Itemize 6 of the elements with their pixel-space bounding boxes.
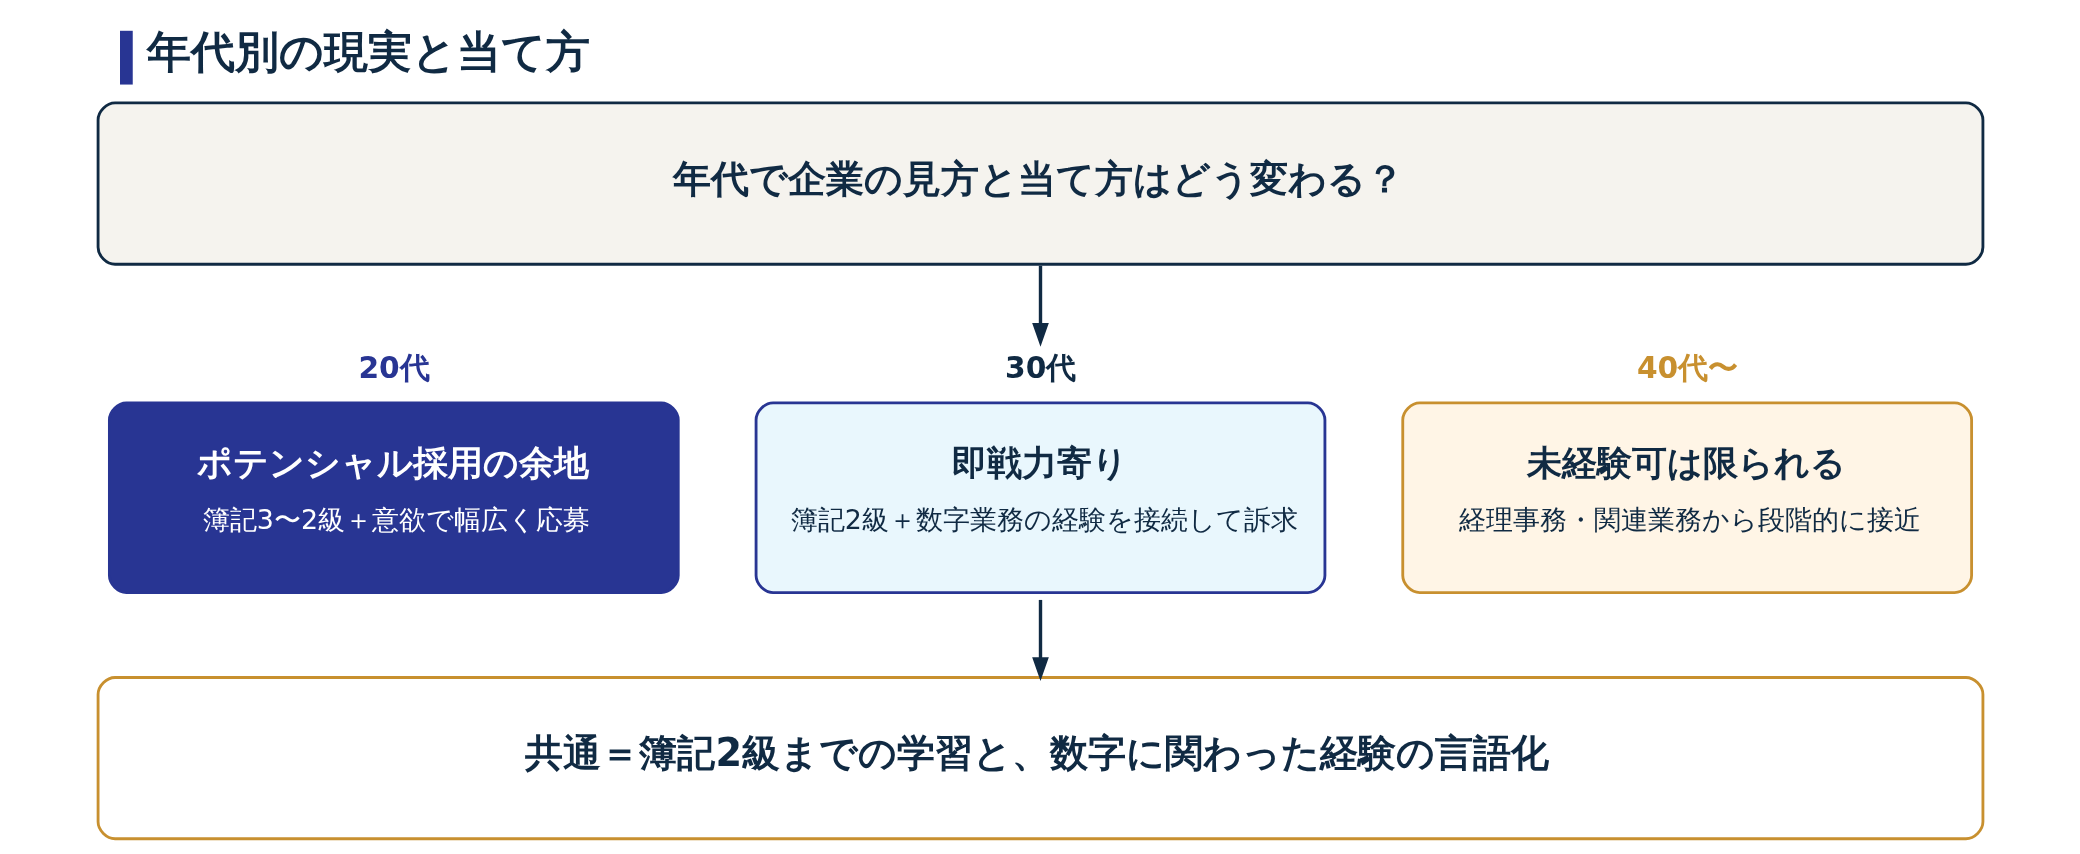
node-label: 40代〜 (1636, 349, 1738, 385)
node-label: 30代 (1004, 349, 1076, 385)
arrow (1031, 599, 1049, 682)
diagram-title: 年代別の現実と当て方 (146, 26, 590, 78)
arrow (1031, 265, 1049, 347)
node-label: 20代 (357, 349, 430, 385)
